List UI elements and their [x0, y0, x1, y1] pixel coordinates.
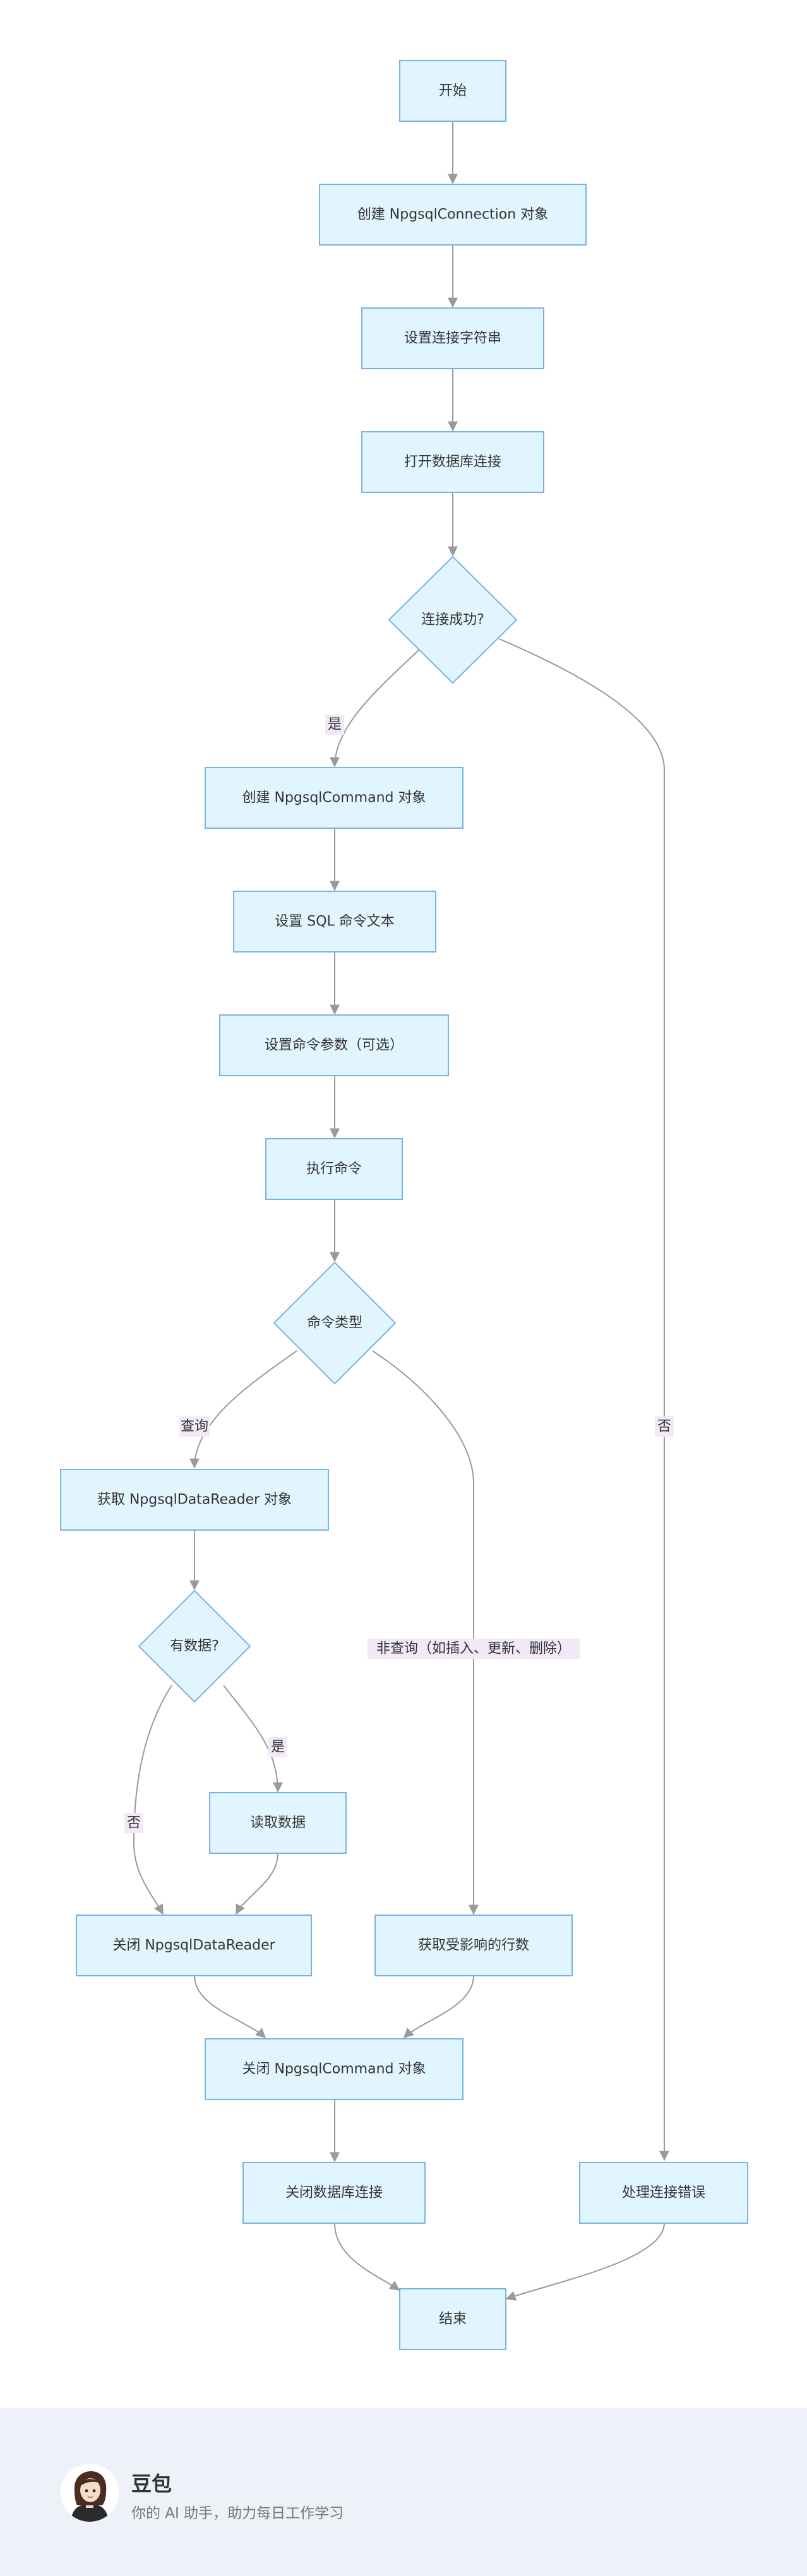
- label-close-cmd: 关闭 NpgsqlCommand 对象: [242, 2062, 426, 2077]
- label-get-affected: 获取受影响的行数: [418, 1938, 529, 1954]
- edge-label-no-data: 否: [127, 1815, 141, 1831]
- avatar-girl-icon: [61, 2464, 119, 2522]
- label-open-db: 打开数据库连接: [404, 454, 501, 470]
- label-conn-ok: 连接成功?: [421, 612, 484, 628]
- edge-label-bg-yes-conn: [325, 715, 344, 735]
- label-set-conn-str: 设置连接字符串: [404, 331, 501, 347]
- node-cmd-type: [273, 1261, 397, 1385]
- label-exec-cmd: 执行命令: [306, 1161, 362, 1177]
- edge-label-bg-nonquery: [368, 1639, 580, 1659]
- label-create-conn: 创建 NpgsqlConnection 对象: [357, 207, 548, 223]
- edge-read-close-reader: [236, 1853, 278, 1915]
- node-start: [399, 60, 506, 122]
- label-read-data: 读取数据: [250, 1815, 306, 1831]
- node-exec-cmd: [265, 1138, 403, 1200]
- node-labels: 开始 创建 NpgsqlConnection 对象 设置连接字符串 打开数据库连…: [97, 83, 705, 2327]
- node-handle-err: [579, 2162, 748, 2224]
- label-has-data: 有数据?: [170, 1639, 219, 1654]
- node-create-cmd: [205, 767, 463, 829]
- node-end: [399, 2288, 506, 2350]
- label-set-sql: 设置 SQL 命令文本: [275, 914, 395, 930]
- node-close-reader: [76, 1914, 312, 1976]
- nodes: [60, 60, 748, 2350]
- label-get-reader: 获取 NpgsqlDataReader 对象: [97, 1492, 292, 1508]
- flowchart: 开始 创建 NpgsqlConnection 对象 设置连接字符串 打开数据库连…: [60, 60, 748, 2350]
- edge-close-reader-close-cmd: [194, 1975, 266, 2039]
- node-create-conn: [319, 184, 587, 246]
- node-set-params: [219, 1014, 449, 1076]
- edge-label-nonquery: 非查询（如插入、更新、删除）: [376, 1641, 571, 1657]
- node-set-sql: [233, 891, 436, 953]
- node-open-db: [361, 431, 544, 493]
- label-start: 开始: [439, 83, 467, 99]
- edge-decision-no-handle-err: [498, 638, 669, 2161]
- label-handle-err: 处理连接错误: [622, 2185, 705, 2201]
- label-set-params: 设置命令参数（可选）: [265, 1038, 404, 1054]
- edge-handle-err-end: [505, 2223, 665, 2301]
- edge-decision-yes-create-cmd: [330, 650, 419, 768]
- label-cmd-type: 命令类型: [307, 1315, 362, 1331]
- footer: [0, 2408, 807, 2576]
- edge-label-yes-conn: 是: [328, 717, 342, 733]
- edge-label-bg-yes-data: [268, 1737, 287, 1757]
- label-close-reader: 关闭 NpgsqlDataReader: [112, 1938, 275, 1954]
- node-get-reader: [60, 1469, 329, 1531]
- label-create-cmd: 创建 NpgsqlCommand 对象: [242, 790, 426, 806]
- edge-has-data-yes: [223, 1685, 283, 1793]
- brand-name: 豆包: [131, 2472, 172, 2496]
- edge-labels: 是 否 查询 非查询（如插入、更新、删除） 是 否: [124, 715, 674, 1833]
- brand-tagline: 你的 AI 助手，助力每日工作学习: [131, 2505, 344, 2522]
- node-get-affected: [374, 1914, 573, 1976]
- edge-label-bg-no-data: [124, 1813, 143, 1833]
- node-conn-ok: [388, 555, 518, 684]
- node-read-data: [209, 1792, 347, 1854]
- label-end: 结束: [439, 2312, 467, 2327]
- edge-label-bg-query: [179, 1416, 210, 1437]
- node-has-data: [138, 1589, 251, 1703]
- node-set-conn-str: [361, 307, 544, 369]
- edge-cmd-type-nonquery: [372, 1350, 479, 1915]
- edge-has-data-no: [133, 1685, 172, 1915]
- edge-label-no-conn: 否: [657, 1419, 671, 1435]
- edges: [133, 121, 669, 2301]
- edge-label-bg-no-conn: [655, 1416, 674, 1437]
- edge-close-db-end: [334, 2223, 400, 2291]
- edge-label-query: 查询: [181, 1419, 208, 1435]
- node-close-cmd: [205, 2038, 463, 2100]
- edge-label-yes-data: 是: [271, 1740, 285, 1755]
- edge-cmd-type-query: [189, 1350, 297, 1469]
- node-close-db: [242, 2162, 426, 2224]
- label-close-db: 关闭数据库连接: [285, 2185, 383, 2201]
- edge-affected-close-cmd: [403, 1975, 474, 2039]
